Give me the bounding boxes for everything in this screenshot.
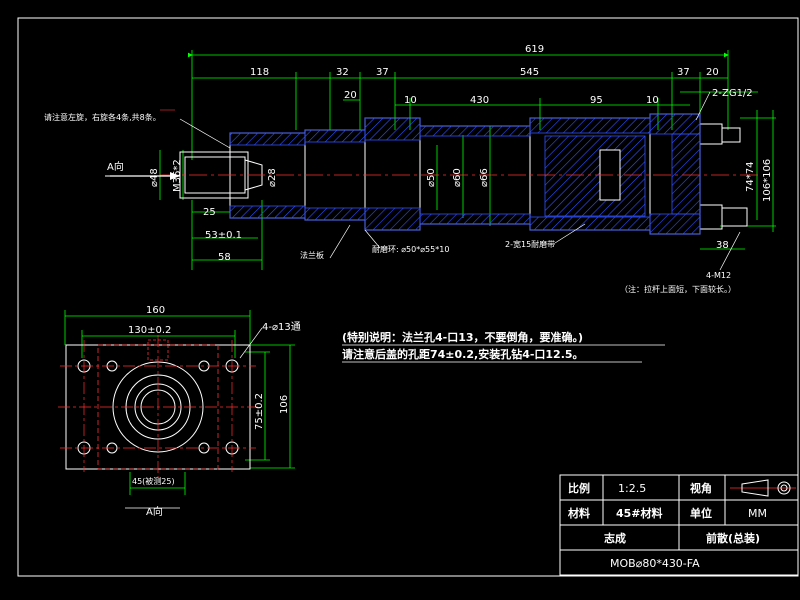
dim-118: 118 xyxy=(250,67,269,78)
dim-430: 430 xyxy=(470,95,489,106)
dim-d48: ⌀48 xyxy=(149,168,160,187)
dim-75: 75±0.2 xyxy=(254,393,265,430)
dim-m36: M36*2 xyxy=(172,159,183,192)
a-view-arrow xyxy=(105,172,180,180)
dim-20-right: 20 xyxy=(706,67,719,78)
scale-label: 比例 xyxy=(568,481,590,495)
holes-label: 4-⌀13通 xyxy=(262,321,301,333)
special-note-line2: 请注意后盖的孔距74±0.2,安装孔钻4-口12.5。 xyxy=(342,347,584,361)
dim-d60: ⌀60 xyxy=(452,168,463,187)
dim-38: 38 xyxy=(716,240,729,251)
dim-106-front: 106 xyxy=(279,395,290,414)
drawing-frame xyxy=(17,17,799,577)
dim-53: 53±0.1 xyxy=(205,230,242,241)
title-block: 比例 1:2.5 视角 材料 45#材料 单位 MM 志成 前散(总装) MOB… xyxy=(559,474,799,576)
view-label: 视角 xyxy=(690,481,712,495)
dim-74x74: 74*74 xyxy=(745,162,756,192)
scale-value: 1:2.5 xyxy=(618,482,646,495)
projection-symbol-icon xyxy=(730,479,796,497)
wear-band-label: 2-宽15耐磨带 xyxy=(505,239,555,249)
a-view-label: A向 xyxy=(107,160,124,173)
side-section-view: 619 118 32 37 545 37 20 20 10 430 95 10 … xyxy=(44,44,776,294)
dim-d50: ⌀50 xyxy=(426,168,437,187)
drawing-kind: 前散(总装) xyxy=(706,531,760,545)
dim-58: 58 xyxy=(218,252,231,263)
dim-106x106: 106*106 xyxy=(762,159,773,202)
m12-label: 4-M12 xyxy=(706,271,731,280)
dim-95: 95 xyxy=(590,95,603,106)
material-label: 材料 xyxy=(568,506,590,520)
unit-value: MM xyxy=(748,507,767,520)
unit-label: 单位 xyxy=(690,506,712,520)
dim-45: 45(被测25) xyxy=(132,476,175,486)
part-number: MOB⌀80*430-FA xyxy=(610,557,700,570)
special-note: (特别说明：法兰孔4-口13，不要倒角，要准确。) 请注意后盖的孔距74±0.2… xyxy=(342,330,665,363)
dim-d66: ⌀66 xyxy=(479,168,490,187)
flange-plate-label: 法兰板 xyxy=(300,250,324,260)
material-value: 45#材料 xyxy=(616,506,663,520)
special-note-line1: (特别说明：法兰孔4-口13，不要倒角，要准确。) xyxy=(342,330,583,344)
rod-note: （注：拉杆上面短，下面较长。） xyxy=(620,284,736,294)
dim-overall-619: 619 xyxy=(525,44,544,55)
dim-d28: ⌀28 xyxy=(267,168,278,187)
dim-130: 130±0.2 xyxy=(128,325,171,336)
front-view: 160 130±0.2 4-⌀13通 75±0.2 106 45(被测25) A… xyxy=(58,305,301,518)
dim-37-left: 37 xyxy=(376,67,389,78)
thread-note: 请注意左旋，右旋各4条,共8条。 xyxy=(44,112,161,122)
dim-545: 545 xyxy=(520,67,539,78)
dim-32: 32 xyxy=(336,67,349,78)
dim-10-right: 10 xyxy=(646,95,659,106)
company-name: 志成 xyxy=(604,531,626,545)
dim-20-mid: 20 xyxy=(344,90,357,101)
dim-160: 160 xyxy=(146,305,165,316)
seal-ring-label: 耐磨环: ⌀50*⌀55*10 xyxy=(372,244,449,254)
port-label: 2-ZG1/2 xyxy=(712,88,753,99)
dim-10-left: 10 xyxy=(404,95,417,106)
front-view-label: A向 xyxy=(146,505,163,518)
dim-25: 25 xyxy=(203,207,216,218)
dim-37-right: 37 xyxy=(677,67,690,78)
